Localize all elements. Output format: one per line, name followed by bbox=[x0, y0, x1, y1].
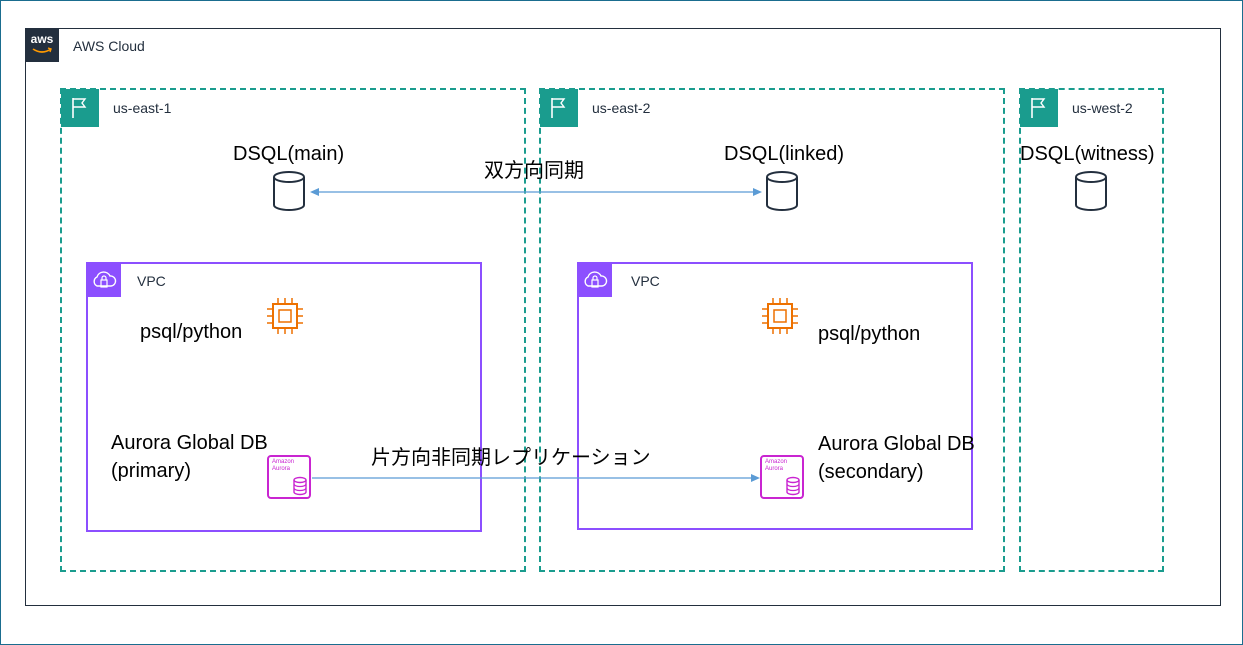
vpc-us-east-1 bbox=[86, 262, 482, 532]
vpc-cloud-icon bbox=[578, 263, 612, 297]
aurora-secondary-role: (secondary) bbox=[818, 461, 924, 483]
region-label-us-east-2: us-east-2 bbox=[592, 100, 651, 116]
region-label-us-east-1: us-east-1 bbox=[113, 100, 172, 116]
compute-chip-icon bbox=[267, 298, 303, 334]
aws-logo-text: aws bbox=[30, 32, 54, 46]
aws-cloud-label: AWS Cloud bbox=[73, 38, 145, 54]
vpc-cloud-icon bbox=[87, 263, 121, 297]
region-us-east-1 bbox=[60, 88, 526, 572]
aws-logo-icon: aws bbox=[25, 28, 59, 62]
aws-smile-icon bbox=[32, 47, 52, 53]
dsql-witness-label: DSQL(witness) bbox=[1020, 143, 1155, 165]
aurora-primary-title: Aurora Global DB bbox=[111, 432, 268, 454]
region-flag-icon bbox=[1020, 89, 1058, 127]
region-us-west-2 bbox=[1019, 88, 1164, 572]
dsql-linked-database-icon bbox=[766, 171, 798, 211]
replication-label: 片方向非同期レプリケーション bbox=[371, 447, 651, 469]
compute-label: psql/python bbox=[140, 321, 243, 343]
aws-cloud-group bbox=[25, 28, 1221, 606]
region-us-east-2 bbox=[539, 88, 1005, 572]
dsql-main-label: DSQL(main) bbox=[233, 143, 345, 165]
replication-arrow bbox=[312, 474, 760, 482]
aurora-primary-role: (primary) bbox=[111, 460, 191, 482]
aurora-secondary-title: Aurora Global DB bbox=[818, 433, 975, 455]
sync-label: 双方向同期 bbox=[484, 160, 584, 182]
compute-chip-icon bbox=[762, 298, 798, 334]
vpc-label: VPC bbox=[631, 273, 660, 289]
region-flag-icon bbox=[540, 89, 578, 127]
sync-bidirectional-arrow bbox=[310, 188, 762, 196]
dsql-main-database-icon bbox=[273, 171, 305, 211]
vpc-label: VPC bbox=[137, 273, 166, 289]
dsql-witness-database-icon bbox=[1075, 171, 1107, 211]
region-label-us-west-2: us-west-2 bbox=[1072, 100, 1133, 116]
dsql-linked-label: DSQL(linked) bbox=[724, 143, 845, 165]
region-flag-icon bbox=[61, 89, 99, 127]
vpc-us-east-2 bbox=[577, 262, 973, 530]
compute-label: psql/python bbox=[818, 323, 921, 345]
